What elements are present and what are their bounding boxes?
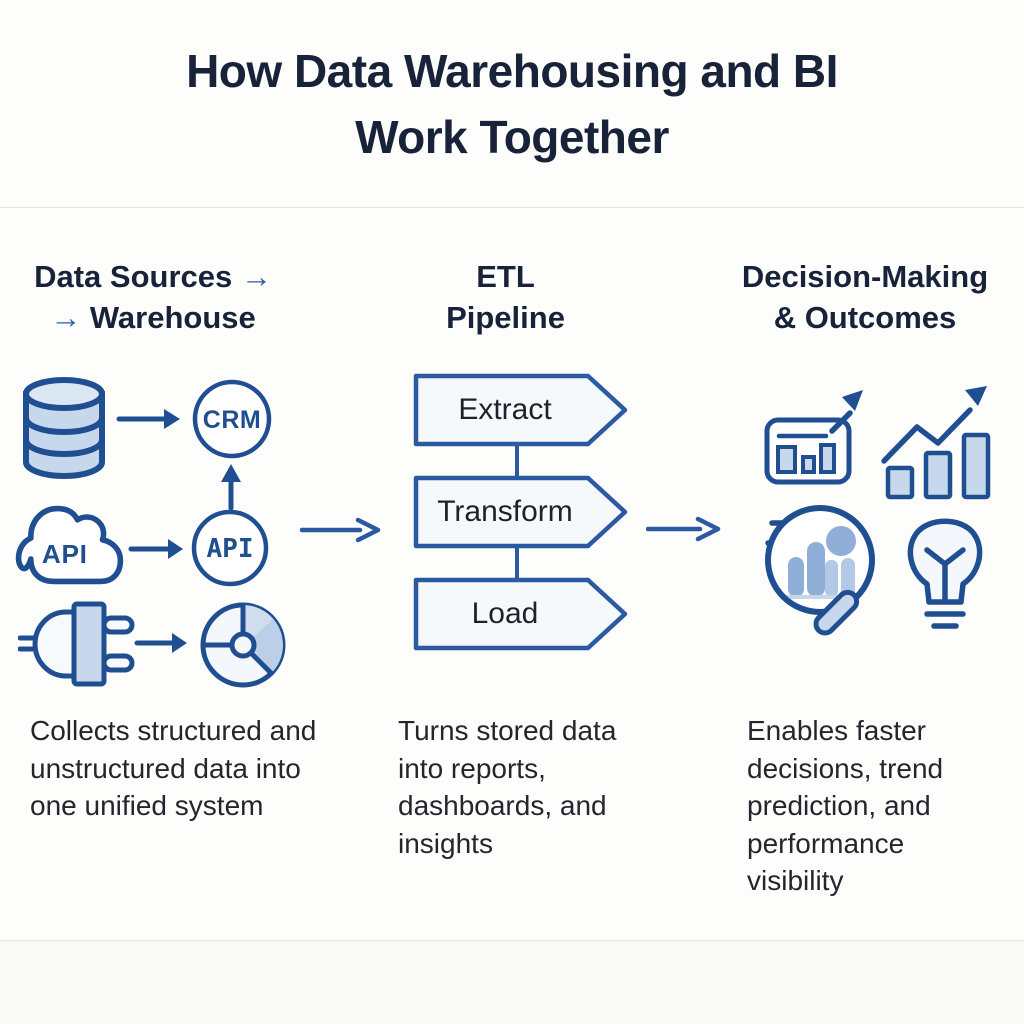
crm-circle-icon: CRM (192, 379, 272, 459)
page-title-line2: Work Together (355, 111, 669, 163)
cloud-api-icon: API (15, 505, 124, 585)
right-arrow-glyph: → (240, 259, 272, 294)
etl-step-load: Load (410, 576, 630, 652)
api-circle-label: API (207, 534, 254, 564)
magnifier-analysis-icon (765, 505, 875, 636)
header-etl-line1: ETL (476, 259, 535, 294)
header-data-sources-text: Data Sources (34, 259, 233, 294)
arrow-api-to-crm-icon (221, 464, 241, 510)
arrow-cloud-to-api-icon (128, 539, 183, 559)
etl-step-transform-label: Transform (437, 495, 573, 528)
api-circle-icon: API (191, 509, 269, 587)
description-outcomes: Enables faster decisions, trend predicti… (747, 715, 944, 896)
arrow-box-shape (413, 475, 628, 549)
right-arrow-glyph: → (50, 300, 82, 335)
page-title: How Data Warehousing and BI Work Togethe… (0, 38, 1024, 170)
top-divider (0, 207, 1024, 208)
dashboard-report-icon (764, 390, 863, 485)
etl-connector (515, 446, 519, 476)
bottom-divider (0, 940, 1024, 941)
etl-step-transform: Transform (410, 474, 630, 550)
arrow-etl-to-outcomes-icon (646, 516, 721, 542)
header-decision-line2: & Outcomes (773, 300, 957, 335)
etl-step-extract-label: Extract (458, 393, 552, 426)
arrow-box-shape (413, 577, 628, 651)
cloud-api-label: API (42, 539, 88, 569)
etl-step-load-label: Load (471, 597, 539, 630)
header-etl-pipeline: ETL Pipeline (388, 256, 623, 338)
arrow-box-shape (413, 373, 628, 447)
header-etl-line2: Pipeline (446, 300, 565, 335)
header-warehouse-text: Warehouse (89, 300, 256, 335)
etl-connector (515, 548, 519, 578)
database-icon (23, 377, 105, 479)
pie-chart-icon (200, 602, 286, 688)
header-decision-line1: Decision-Making (741, 259, 989, 294)
page-title-line1: How Data Warehousing and BI (186, 45, 838, 97)
plug-icon (18, 601, 135, 687)
lightbulb-icon (907, 518, 983, 629)
description-etl: Turns stored data into reports, dashboar… (398, 715, 617, 859)
description-sources: Collects structured and unstructured dat… (30, 715, 317, 821)
header-data-sources: Data Sources → → Warehouse (8, 256, 298, 338)
arrow-sources-to-etl-icon (300, 517, 381, 543)
crm-label: CRM (203, 406, 261, 434)
bottom-margin (0, 941, 1024, 1024)
arrow-plug-to-pie-icon (134, 633, 187, 653)
header-decision-making: Decision-Making & Outcomes (700, 256, 1024, 338)
etl-step-extract: Extract (410, 372, 630, 448)
growth-chart-icon (881, 386, 991, 500)
arrow-db-to-crm-icon (116, 409, 180, 429)
